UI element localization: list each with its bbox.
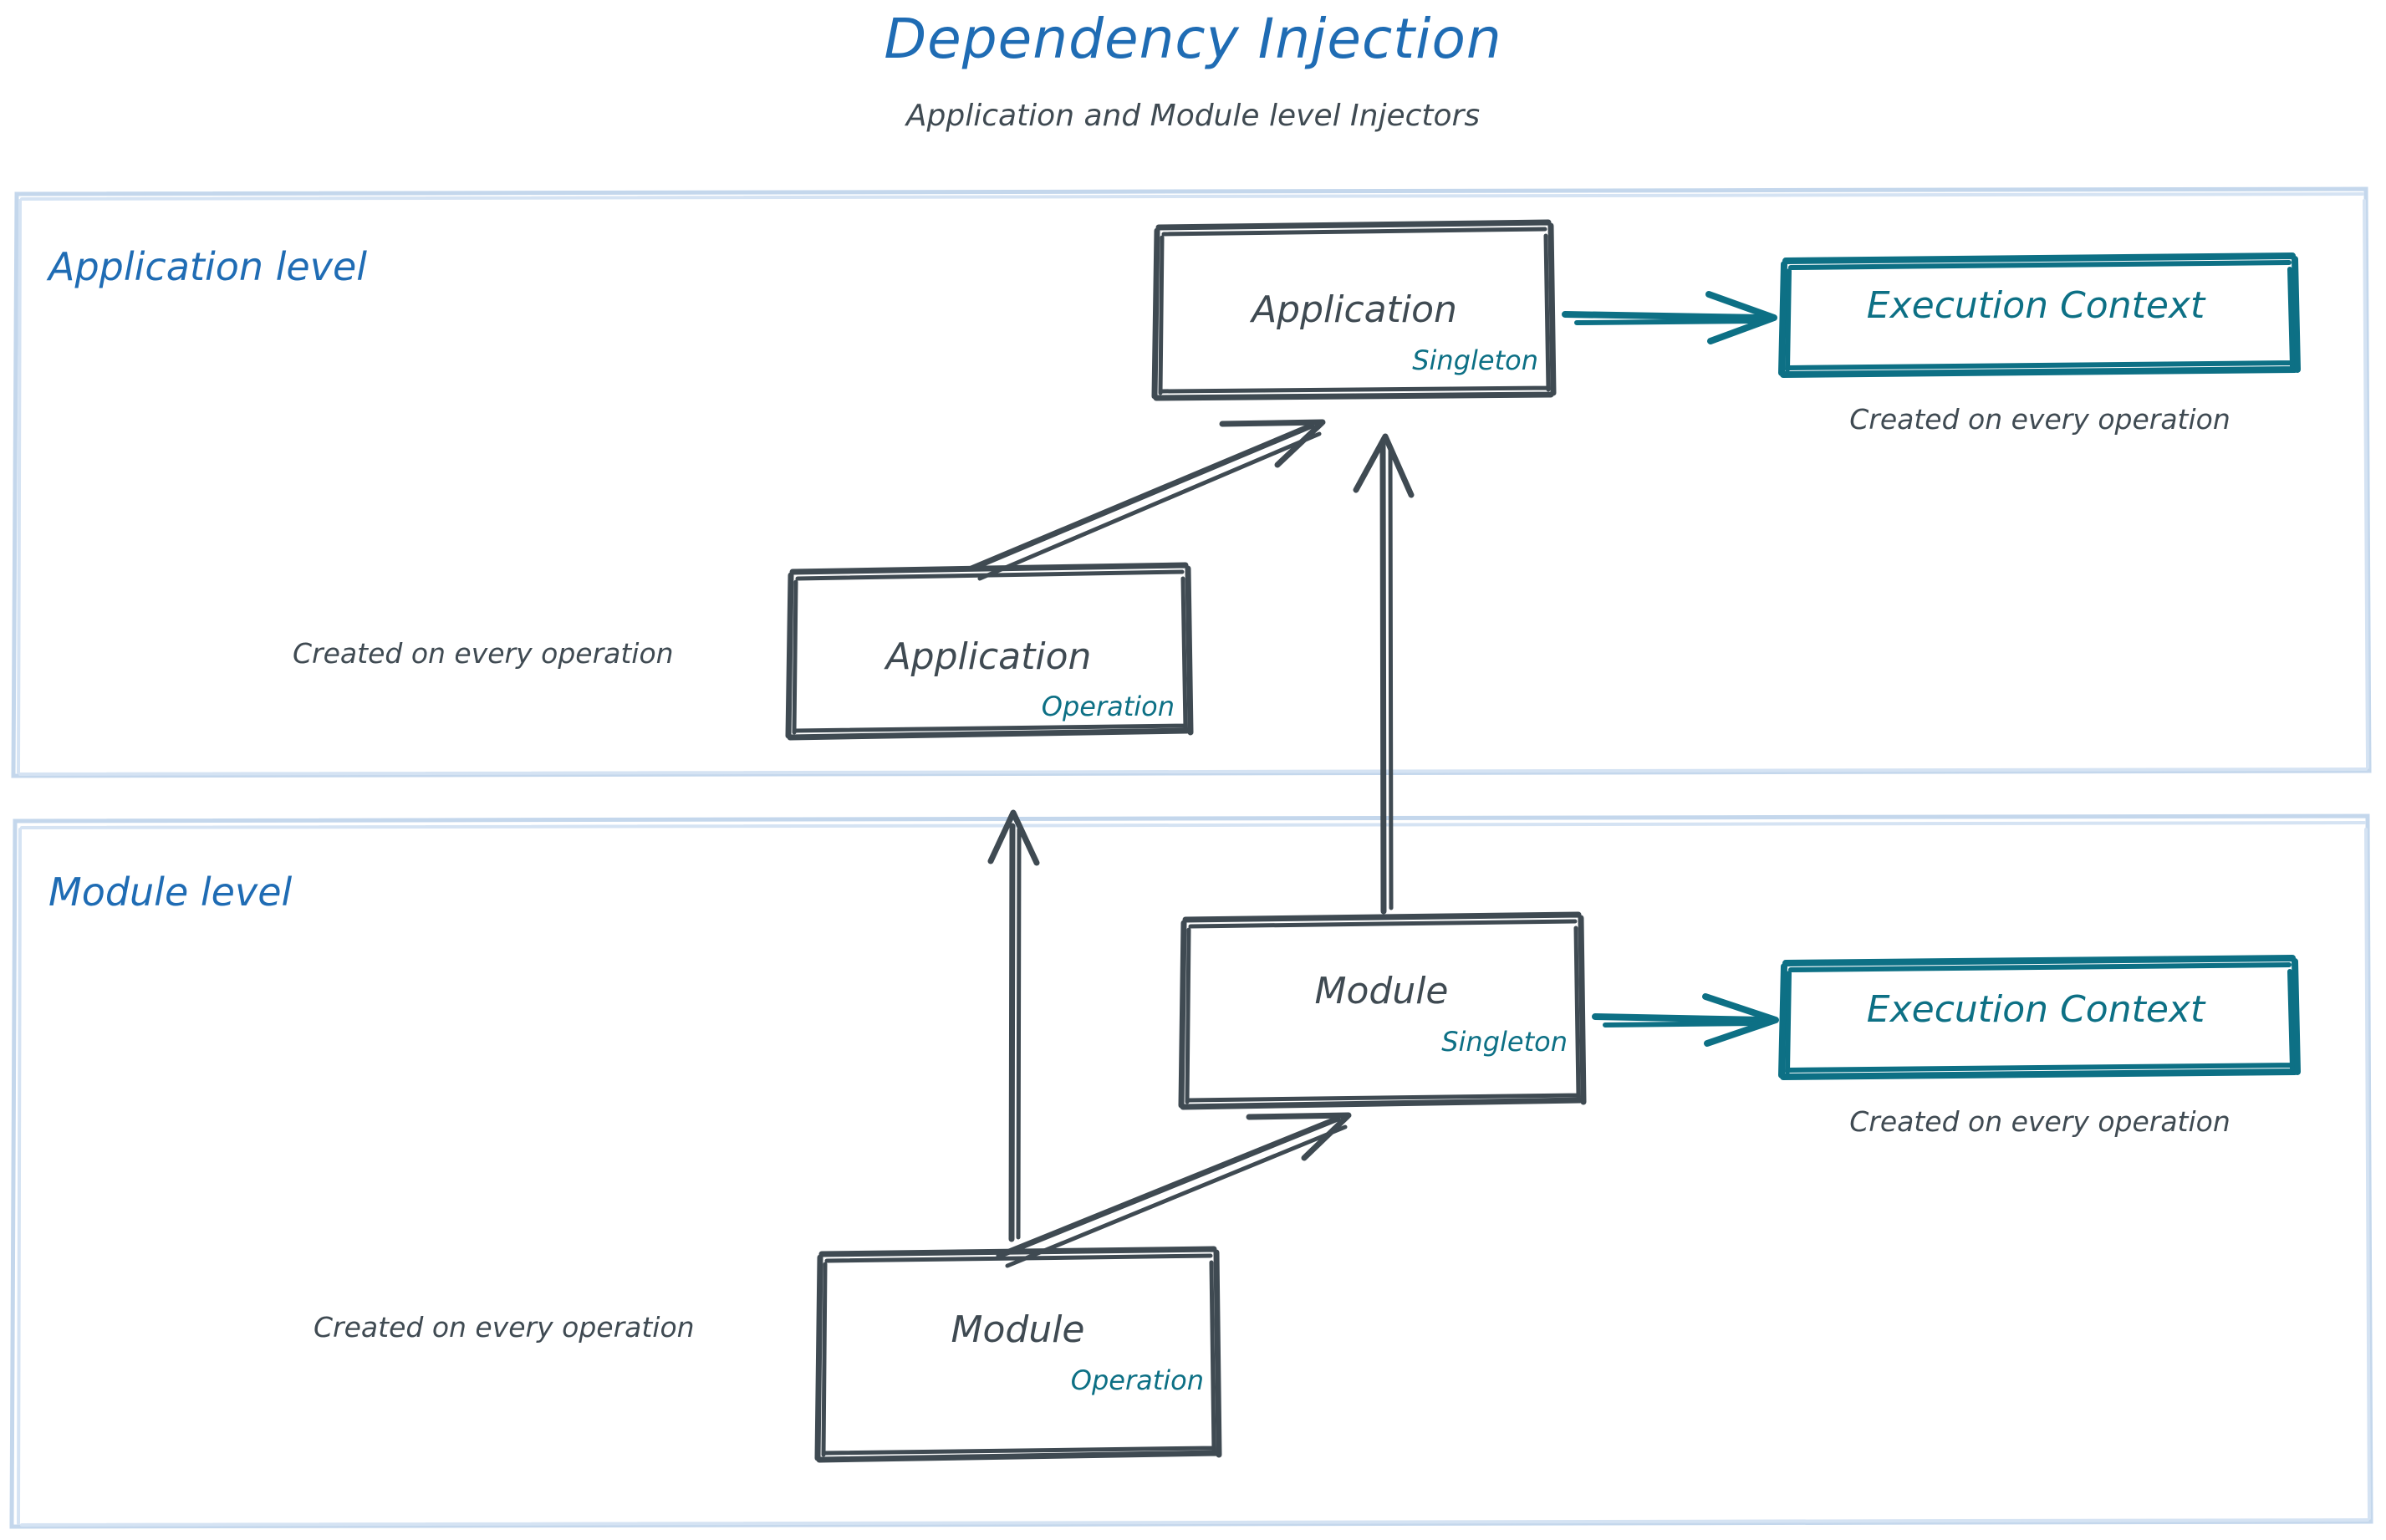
application-singleton-scope: Singleton <box>1412 344 1538 376</box>
arrow-app-operation-to-app-singleton <box>968 419 1326 581</box>
arrow-module-operation-to-module-singleton <box>996 1112 1352 1268</box>
module-singleton-scope: Singleton <box>1441 1026 1568 1058</box>
module-operation-caption: Created on every operation <box>314 1311 695 1344</box>
application-execution-context-title: Execution Context <box>1866 284 2205 327</box>
module-operation-title: Module <box>951 1308 1085 1351</box>
section-label-application-level: Application level <box>48 244 368 289</box>
application-operation-caption: Created on every operation <box>293 637 674 670</box>
module-execution-context-caption: Created on every operation <box>1849 1105 2231 1138</box>
module-singleton-title: Module <box>1314 970 1449 1012</box>
arrow-app-singleton-to-execution-context <box>1562 291 1777 344</box>
module-execution-context-title: Execution Context <box>1866 988 2205 1031</box>
arrow-module-singleton-to-app-singleton <box>1353 433 1415 915</box>
application-execution-context-caption: Created on every operation <box>1849 403 2231 436</box>
module-operation-scope: Operation <box>1070 1364 1204 1396</box>
page-subtitle: Application and Module level Injectors <box>905 99 1481 133</box>
section-label-module-level: Module level <box>48 869 293 915</box>
module-operation-box <box>814 1246 1222 1463</box>
page-title: Dependency Injection <box>884 7 1502 71</box>
arrow-module-singleton-to-execution-context <box>1592 993 1779 1047</box>
application-operation-title: Application <box>885 635 1092 678</box>
arrow-module-operation-to-app-operation <box>987 809 1040 1242</box>
application-singleton-title: Application <box>1252 288 1457 331</box>
application-operation-scope: Operation <box>1041 691 1175 722</box>
module-level-container <box>9 813 2373 1529</box>
